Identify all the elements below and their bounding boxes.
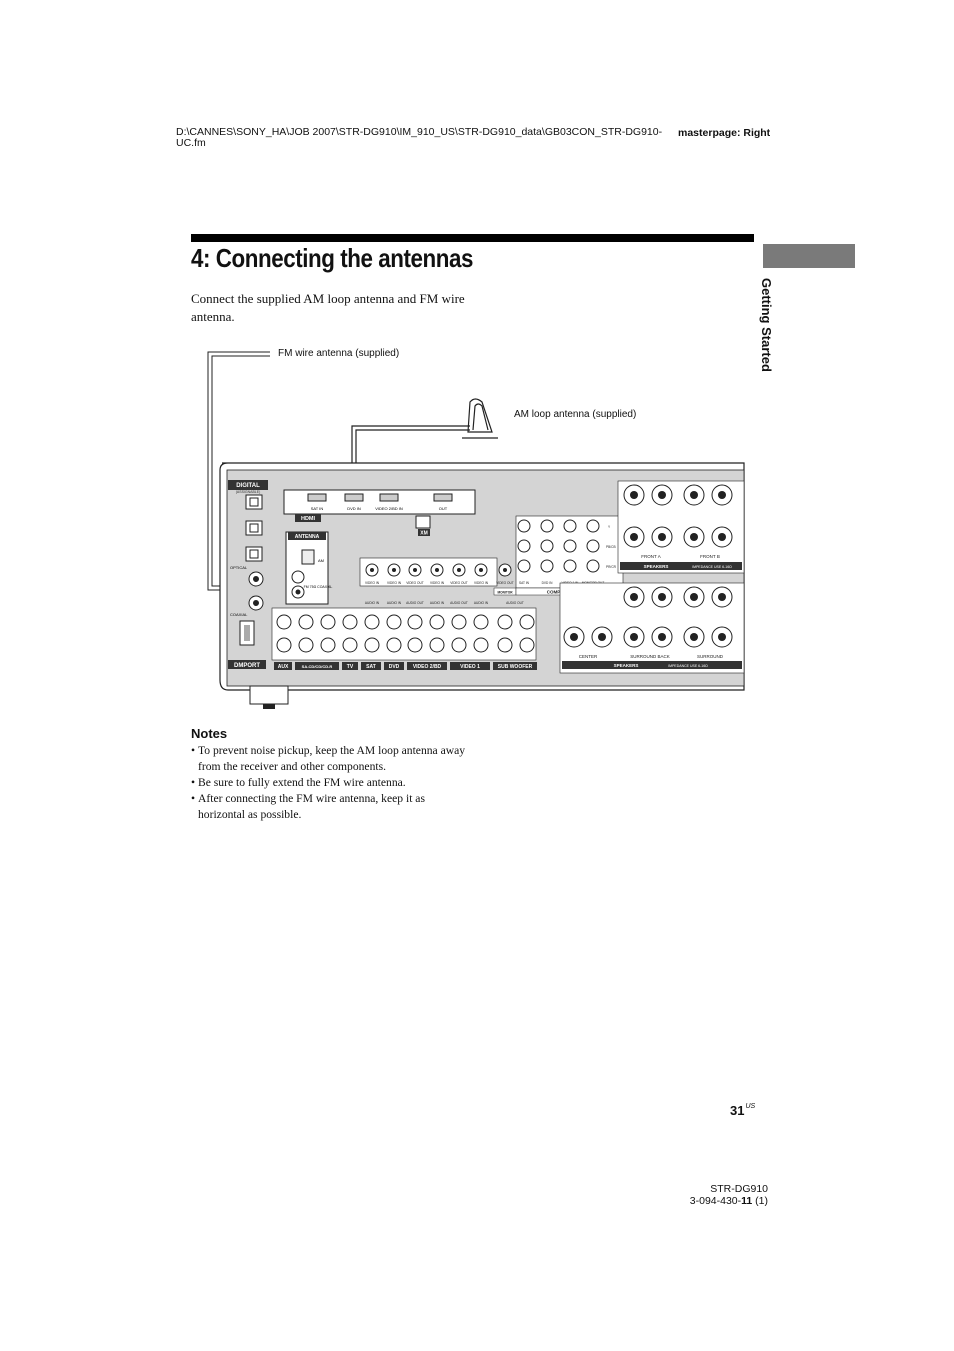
model-name: STR-DG910 bbox=[710, 1183, 768, 1195]
component-pr-label: PR/CR bbox=[606, 565, 617, 569]
page-number-suffix: US bbox=[745, 1103, 756, 1110]
model-footer: STR-DG910 3-094-430-11 (1) bbox=[640, 1183, 768, 1207]
antenna-label: ANTENNA bbox=[295, 534, 320, 540]
audio-jack-label: AUDIO OUT bbox=[406, 601, 424, 605]
digital-sub-label: (ASSIGNABLE) bbox=[236, 490, 261, 494]
intro-text: Connect the supplied AM loop antenna and… bbox=[191, 291, 465, 324]
impedance-label-top: IMPEDANCE USE 6-16Ω bbox=[692, 565, 732, 569]
page-number: 31US bbox=[730, 1103, 756, 1118]
video-jack-label: VIDEO OUT bbox=[450, 581, 468, 585]
am-antenna-label: AM loop antenna (supplied) bbox=[514, 409, 637, 420]
surround-label: SURROUND bbox=[697, 654, 724, 659]
note-item: Be sure to fully extend the FM wire ante… bbox=[191, 775, 466, 791]
hdmi-port-out: OUT bbox=[439, 506, 448, 511]
hdmi-section: SAT IN DVD IN VIDEO 2/BD IN OUT HDMI bbox=[283, 489, 476, 522]
xm-label: XM bbox=[420, 531, 428, 537]
notes-heading: Notes bbox=[191, 726, 228, 741]
hdmi-port-dvd: DVD IN bbox=[347, 506, 361, 511]
video-jack-label: VIDEO OUT bbox=[496, 581, 514, 585]
tv-label: TV bbox=[347, 664, 354, 670]
video1-label: VIDEO 1 bbox=[460, 664, 480, 670]
video2bd-label: VIDEO 2/BD bbox=[413, 664, 442, 670]
aux-label: AUX bbox=[278, 664, 289, 670]
fm-terminal-label: FM 75Ω COAXIAL bbox=[304, 585, 333, 589]
hdmi-label: HDMI bbox=[301, 516, 316, 522]
note-item: To prevent noise pickup, keep the AM loo… bbox=[191, 743, 466, 775]
video-jack-label: VIDEO IN bbox=[387, 581, 402, 585]
optical-label: OPTICAL bbox=[230, 565, 248, 570]
speaker-terminals: FRONT A FRONT B SPEAKERS IMPEDANCE USE 6… bbox=[559, 480, 745, 674]
monitor-label: MONITOR bbox=[498, 591, 514, 595]
audio-jack-label: AUDIO IN bbox=[387, 601, 402, 605]
subwoofer-label: SUB WOOFER bbox=[498, 664, 533, 670]
digital-label: DIGITAL bbox=[236, 483, 260, 489]
page-title: 4: Connecting the antennas bbox=[191, 243, 474, 273]
center-label: CENTER bbox=[579, 654, 598, 659]
speakers-label-top: SPEAKERS bbox=[644, 564, 669, 569]
part-number: 3-094-430-11 (1) bbox=[689, 1195, 768, 1207]
video-jacks: VIDEO IN VIDEO IN VIDEO OUT VIDEO IN VID… bbox=[359, 557, 517, 596]
component-port-label: SAT IN bbox=[519, 581, 530, 585]
masterpage-label: masterpage: Right bbox=[678, 127, 771, 139]
audio-jacks: AUDIO IN AUDIO IN AUDIO OUT AUDIO IN AUD… bbox=[271, 601, 537, 661]
file-path-header: D:\CANNES\SONY_HA\JOB 2007\STR-DG910\IM_… bbox=[176, 126, 663, 149]
dvd-label: DVD bbox=[389, 664, 400, 670]
component-pb-label: PB/CB bbox=[606, 545, 616, 549]
audio-jack-label: AUDIO IN bbox=[430, 601, 445, 605]
receiver-rear-panel-diagram: DIGITAL (ASSIGNABLE) OPTICAL COAXIAL DMP… bbox=[207, 351, 745, 709]
dmport-label: DMPORT bbox=[234, 663, 260, 669]
audio-jack-label: AUDIO OUT bbox=[506, 601, 524, 605]
hdmi-port-video2: VIDEO 2/BD IN bbox=[375, 506, 403, 511]
audio-jack-label: AUDIO IN bbox=[365, 601, 380, 605]
am-terminal-label: AM bbox=[318, 558, 324, 563]
audio-jack-label: AUDIO IN bbox=[474, 601, 489, 605]
video-jack-label: VIDEO IN bbox=[474, 581, 489, 585]
section-tab-marker bbox=[763, 244, 855, 268]
sacd-label: SA-CD/CD/CD-R bbox=[302, 664, 333, 669]
antenna-section: ANTENNA AM FM 75Ω COAXIAL XM bbox=[285, 515, 431, 605]
notes-list: To prevent noise pickup, keep the AM loo… bbox=[191, 743, 466, 823]
coaxial-label: COAXIAL bbox=[230, 612, 248, 617]
audio-jack-label: AUDIO OUT bbox=[450, 601, 468, 605]
component-y-label: Y bbox=[608, 525, 611, 529]
input-labels: AUX SA-CD/CD/CD-R TV SAT DVD VIDEO 2/BD … bbox=[274, 662, 537, 670]
title-rule bbox=[191, 234, 754, 242]
impedance-label-bottom: IMPEDANCE USE 6-16Ω bbox=[668, 664, 708, 668]
video-jack-label: VIDEO OUT bbox=[406, 581, 424, 585]
component-port-label: DVD IN bbox=[542, 581, 554, 585]
video-jack-label: VIDEO IN bbox=[430, 581, 445, 585]
front-b-label: FRONT B bbox=[700, 554, 720, 559]
side-section-label: Getting Started bbox=[759, 278, 774, 372]
speakers-label-bottom: SPEAKERS bbox=[614, 663, 639, 668]
surround-back-label: SURROUND BACK bbox=[630, 654, 670, 659]
sat-label: SAT bbox=[366, 664, 376, 670]
digital-section: DIGITAL (ASSIGNABLE) OPTICAL COAXIAL DMP… bbox=[228, 480, 268, 669]
note-item: After connecting the FM wire antenna, ke… bbox=[191, 791, 466, 823]
front-a-label: FRONT A bbox=[641, 554, 660, 559]
video-jack-label: VIDEO IN bbox=[365, 581, 380, 585]
fm-antenna-label: FM wire antenna (supplied) bbox=[278, 348, 400, 359]
hdmi-port-sat: SAT IN bbox=[311, 506, 324, 511]
